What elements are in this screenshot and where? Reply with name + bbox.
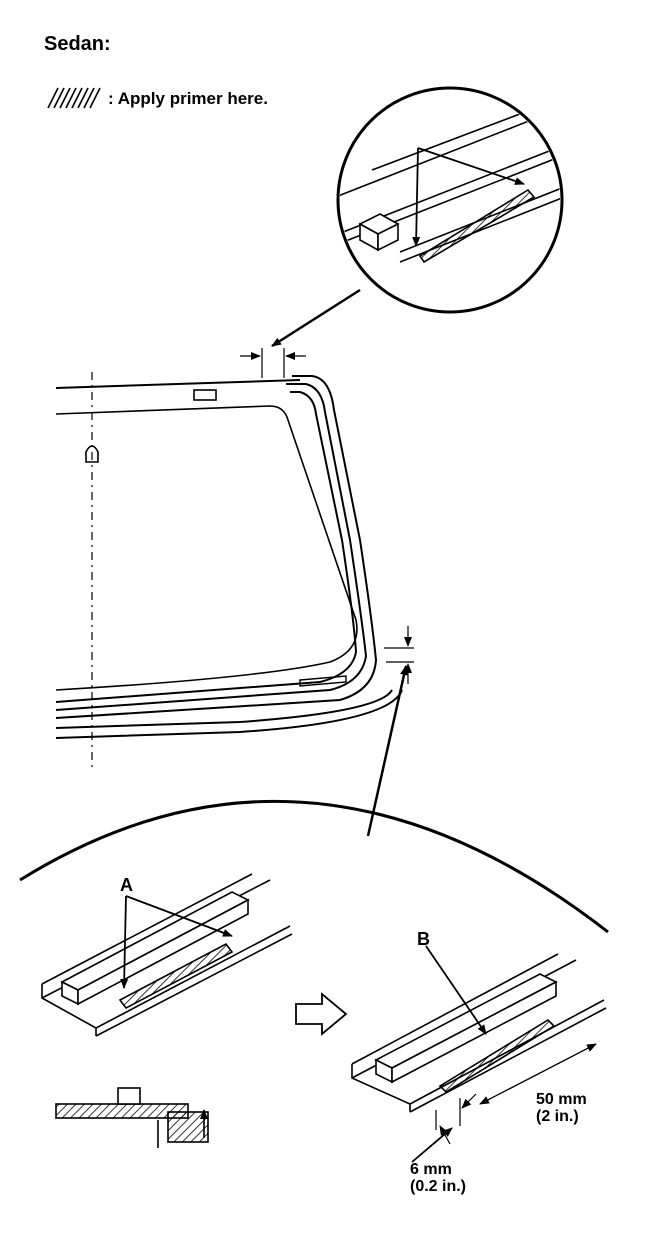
molding-detail-before — [41, 873, 293, 1037]
legend-text: : Apply primer here. — [108, 89, 268, 108]
dimension-6mm-label: 6 mm (0.2 in.) — [410, 1161, 467, 1196]
top-detail-circle — [336, 86, 564, 314]
dimension-50mm-metric: 50 mm — [536, 1091, 587, 1108]
hatch-swatch-icon — [47, 87, 101, 109]
label-a-bottom: A — [120, 875, 133, 895]
page-title: Sedan: — [44, 33, 111, 55]
label-b: B — [417, 929, 430, 949]
dimension-50mm-label: 50 mm (2 in.) — [536, 1091, 587, 1126]
dimension-6mm-imperial: (0.2 in.) — [410, 1177, 467, 1195]
spacer-block-icon — [358, 213, 400, 252]
dimension-6mm-metric: 6 mm — [410, 1161, 452, 1178]
windshield-outline — [55, 348, 414, 770]
next-step-arrow-icon — [295, 992, 348, 1036]
dimension-50mm-imperial: (2 in.) — [536, 1107, 579, 1125]
cross-section-detail — [55, 1087, 209, 1148]
molding-detail-after — [351, 945, 607, 1163]
bottom-detail-arc — [19, 799, 609, 934]
